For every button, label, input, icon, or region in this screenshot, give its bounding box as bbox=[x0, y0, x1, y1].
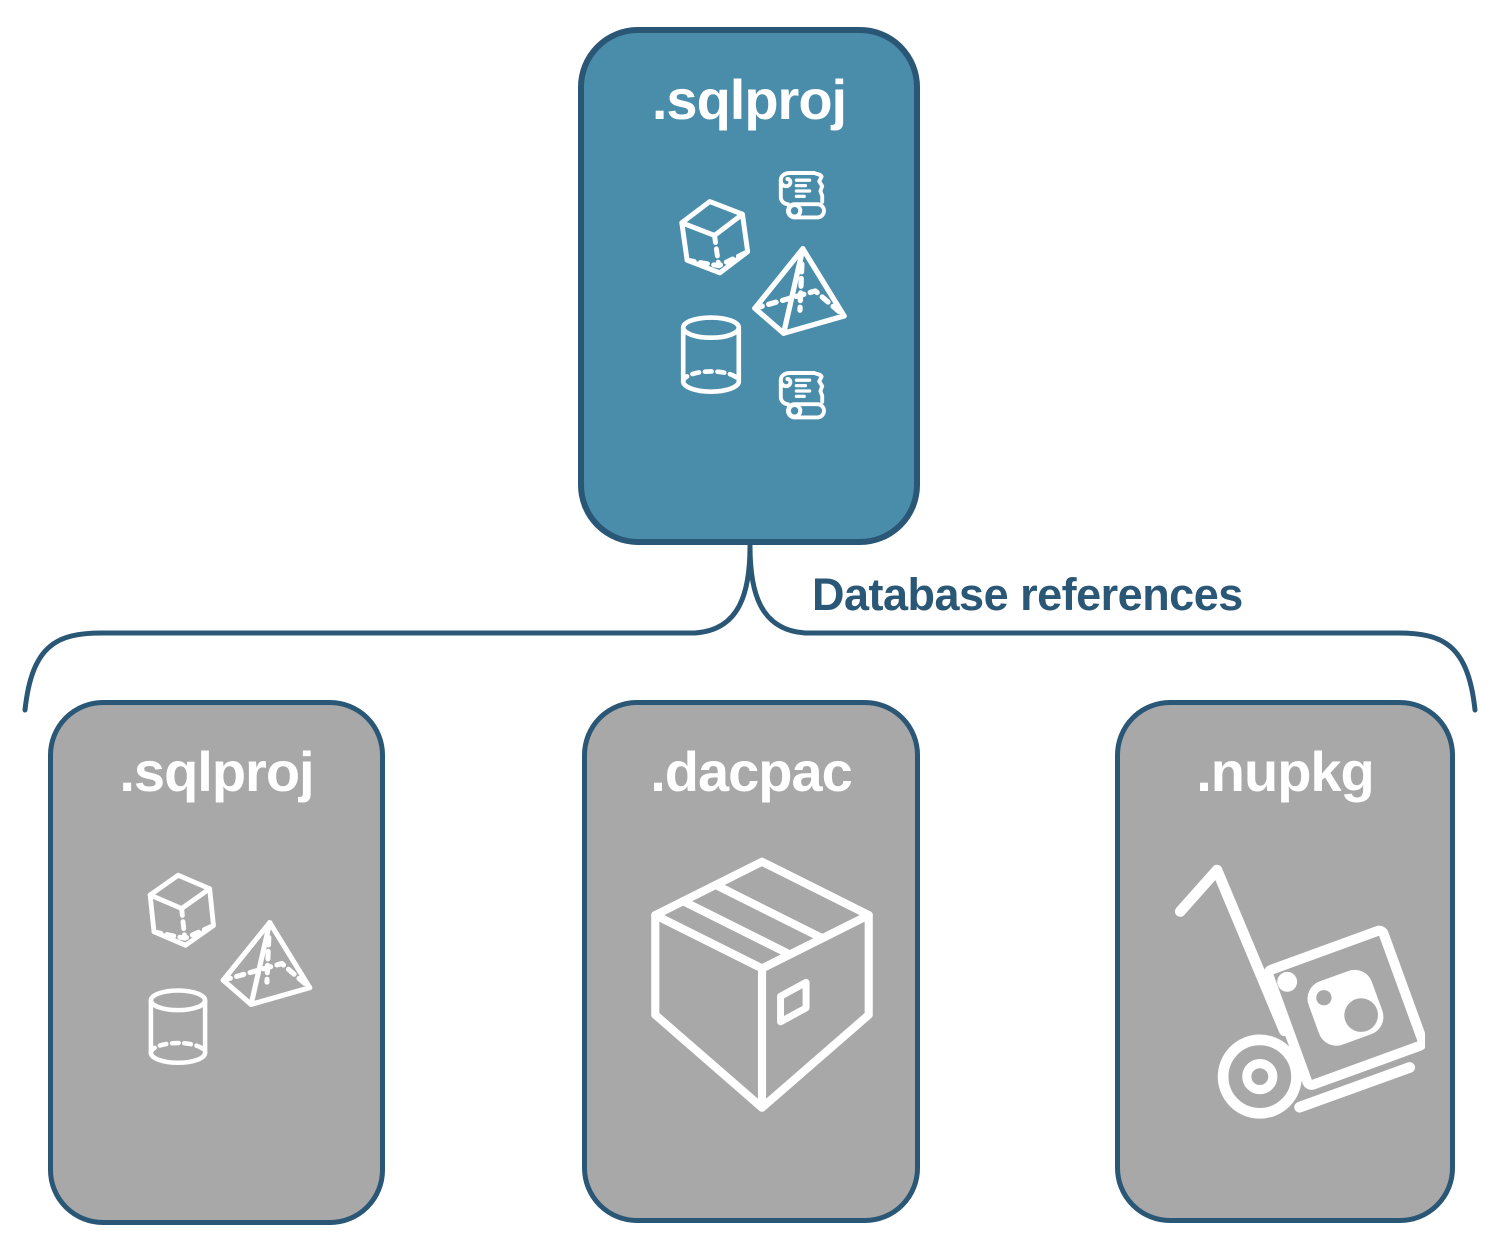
parent-node-sqlproj: .sqlproj bbox=[578, 27, 920, 545]
brace-connector bbox=[22, 543, 1478, 713]
scroll-icon bbox=[778, 171, 826, 220]
pyramid-icon bbox=[220, 920, 313, 1007]
child-node-label: .sqlproj bbox=[119, 740, 314, 803]
child-node-dacpac: .dacpac bbox=[582, 700, 920, 1223]
child-node-sqlproj: .sqlproj bbox=[48, 700, 385, 1225]
scroll-icon bbox=[778, 371, 826, 420]
child-node-label: .nupkg bbox=[1196, 740, 1375, 803]
cube-icon bbox=[147, 872, 216, 948]
cylinder-icon bbox=[148, 988, 208, 1065]
child-node-label: .dacpac bbox=[650, 740, 853, 803]
cube-icon bbox=[679, 199, 751, 276]
package-box-icon bbox=[651, 857, 873, 1112]
child-node-nupkg: .nupkg bbox=[1115, 700, 1455, 1223]
pyramid-icon bbox=[752, 246, 847, 336]
connector-label: Database references bbox=[812, 569, 1243, 620]
cylinder-icon bbox=[680, 315, 742, 394]
parent-node-label: .sqlproj bbox=[651, 68, 847, 131]
hand-truck-icon bbox=[1174, 864, 1425, 1119]
